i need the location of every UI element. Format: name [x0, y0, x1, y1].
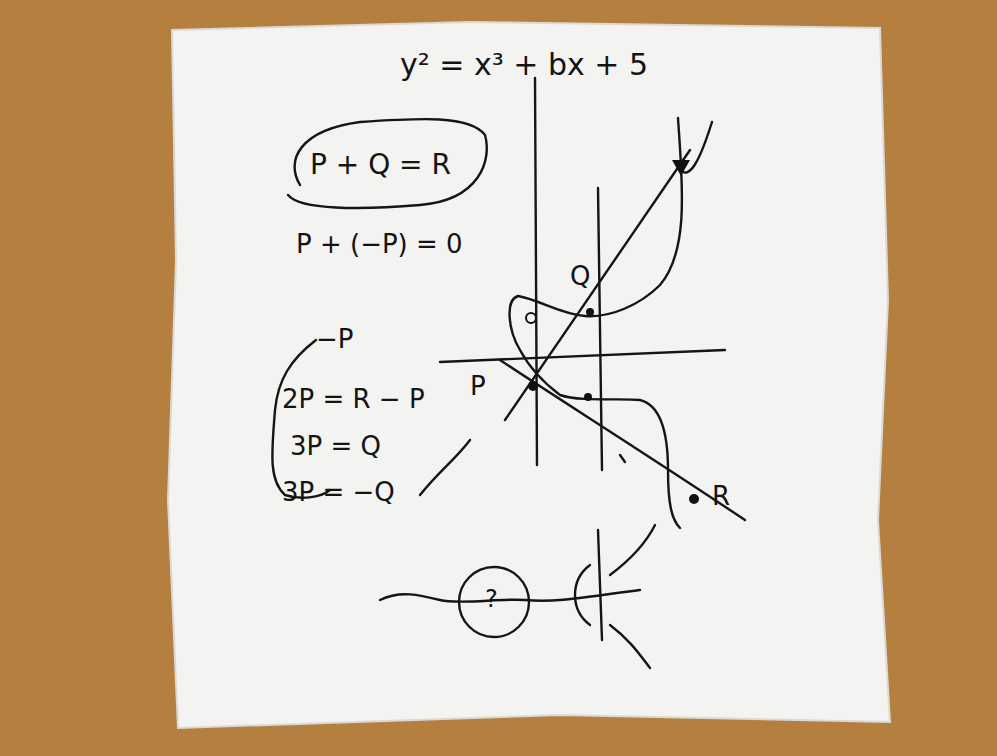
bottom-curve — [575, 565, 590, 625]
open-point — [526, 313, 536, 323]
point-label: R — [712, 482, 730, 511]
bottom-circle — [459, 567, 529, 637]
equation-text: P + Q = R — [310, 150, 455, 181]
note-text: −P — [316, 325, 353, 354]
tick — [620, 455, 625, 462]
bottom-curve — [610, 525, 655, 575]
note-text: 2P = R − P — [282, 385, 425, 414]
note-text: P + (−P) = 0 — [296, 230, 463, 259]
napkin — [168, 22, 890, 728]
secant-line — [505, 150, 690, 420]
point-label: Q — [570, 262, 590, 291]
note-text: 3P = −Q — [282, 478, 395, 507]
point-r — [689, 494, 699, 504]
point-q — [586, 308, 594, 316]
y-axis — [535, 78, 537, 465]
tangent-line — [500, 360, 745, 520]
curve-equation: y² = x³ + bx + 5 — [400, 48, 648, 81]
note-text: 3P = Q — [290, 432, 381, 461]
bottom-curve — [610, 625, 650, 668]
bottom-axis — [598, 530, 602, 640]
point-label: P — [470, 372, 486, 401]
link-stroke — [420, 440, 470, 495]
bracket — [272, 340, 330, 498]
enclosure-scribble — [288, 119, 487, 208]
sketch-lines — [272, 78, 745, 668]
note-text: ? — [485, 586, 498, 612]
points — [528, 160, 699, 504]
point-p — [528, 381, 538, 391]
second-axis — [598, 188, 602, 470]
x-axis — [440, 350, 725, 362]
boxed-equation: P + Q = R — [310, 150, 455, 183]
point-top — [672, 160, 690, 176]
curve — [510, 118, 683, 528]
point — [584, 393, 592, 401]
